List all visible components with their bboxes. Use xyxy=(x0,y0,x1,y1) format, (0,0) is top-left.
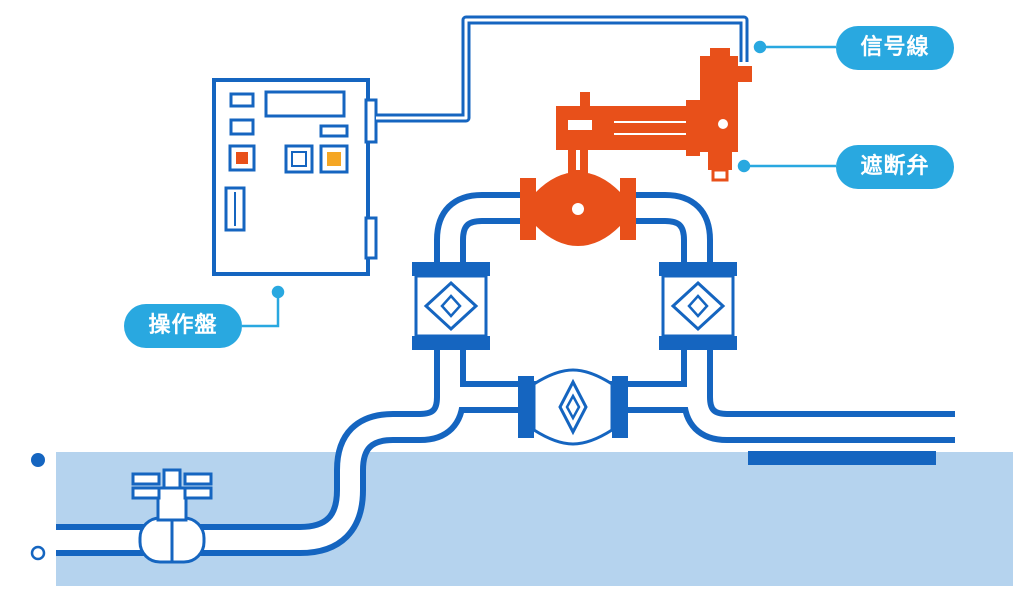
shutoff-valve-icon xyxy=(520,48,752,246)
legend-dot-open xyxy=(30,545,46,561)
shutoff-valve-label: 遮断弁 xyxy=(836,145,954,189)
ground-area xyxy=(56,452,1013,586)
strainer-icon xyxy=(659,262,737,350)
legend-dot-filled xyxy=(31,453,45,467)
gate-valve-icon xyxy=(518,368,628,446)
ground-plate xyxy=(748,451,936,465)
leader-lines xyxy=(242,40,836,328)
control-panel-icon xyxy=(212,78,378,276)
control-panel-label: 操作盤 xyxy=(124,304,242,348)
ball-valve-icon xyxy=(131,468,213,564)
signal-line-label: 信号線 xyxy=(836,26,954,70)
strainer-icon xyxy=(412,262,490,350)
